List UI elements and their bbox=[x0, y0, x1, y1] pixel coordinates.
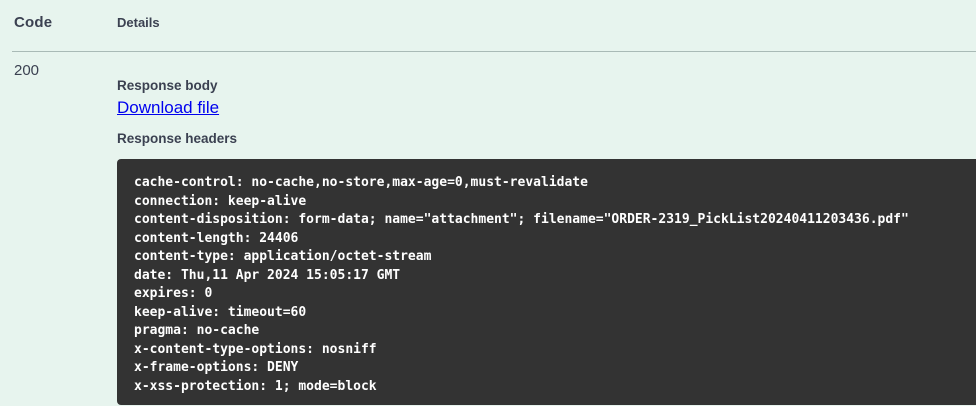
code-column-header: Code bbox=[14, 14, 53, 31]
response-status-code: 200 bbox=[14, 62, 40, 79]
download-file-link[interactable]: Download file bbox=[117, 98, 220, 117]
response-headers-code: cache-control: no-cache,no-store,max-age… bbox=[117, 159, 976, 405]
response-row: 200 Response body Download file Response… bbox=[0, 62, 976, 405]
header-divider bbox=[12, 51, 976, 52]
responses-table-header: Code Details bbox=[0, 0, 976, 31]
response-headers-label: Response headers bbox=[117, 131, 238, 146]
response-details: Response body Download file Response hea… bbox=[117, 62, 976, 405]
response-body-label: Response body bbox=[117, 78, 218, 93]
details-column-header: Details bbox=[117, 15, 160, 30]
